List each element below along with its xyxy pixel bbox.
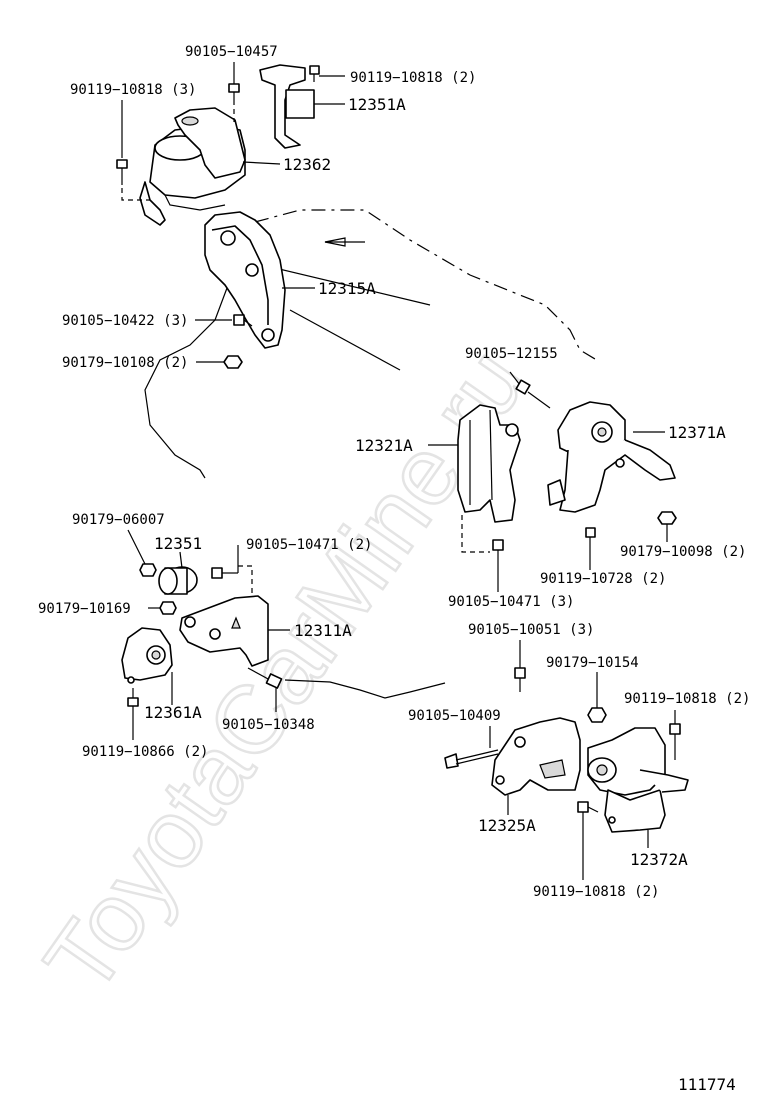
nut-90179-10154 xyxy=(587,672,607,723)
label-12362: 12362 xyxy=(283,155,331,174)
nut-90179-10098-2 xyxy=(657,511,677,542)
bracket-12351A xyxy=(259,64,345,149)
engine-mount-12362 xyxy=(139,107,246,226)
label-90105-10471-3: 90105−10471 (3) xyxy=(448,594,574,610)
label-12351A: 12351A xyxy=(348,95,406,114)
label-90105-10457: 90105−10457 xyxy=(185,44,278,60)
label-90179-10098-2: 90179−10098 (2) xyxy=(620,544,746,560)
bolt-90105-10409 xyxy=(444,726,499,769)
label-12325A: 12325A xyxy=(478,816,536,835)
nut-90179-06007 xyxy=(127,529,157,577)
label-12361A: 12361A xyxy=(144,703,202,722)
nut-90179-10108-2 xyxy=(196,355,243,369)
bracket-12321A xyxy=(428,404,521,553)
engine-mount-12371A xyxy=(547,401,676,513)
label-12351: 12351 xyxy=(154,534,202,553)
nut-90179-10169 xyxy=(148,601,177,615)
bracket-12325A xyxy=(491,717,581,815)
label-90119-10866-2: 90119−10866 (2) xyxy=(82,744,208,760)
label-12311A: 12311A xyxy=(294,621,352,640)
bolt-90105-10471-3 xyxy=(492,539,504,592)
bolt-90119-10728-2 xyxy=(585,527,596,570)
label-90119-10728-2: 90119−10728 (2) xyxy=(540,571,666,587)
label-90179-10154: 90179−10154 xyxy=(546,655,639,671)
part-labels: 90105−10457 90119−10818 (3) 90119−10818 … xyxy=(38,44,750,900)
bolt-90105-12155 xyxy=(509,371,551,409)
bolt-90105-10422-3 xyxy=(195,314,253,327)
bolt-90119-10866-2 xyxy=(127,688,139,740)
label-90179-06007: 90179−06007 xyxy=(72,512,165,528)
label-90105-10409: 90105−10409 xyxy=(408,708,501,724)
bolt-90105-10457 xyxy=(228,62,240,122)
label-90105-10422-3: 90105−10422 (3) xyxy=(62,313,188,329)
label-90105-12155: 90105−12155 xyxy=(465,346,558,362)
label-90105-10471-2: 90105−10471 (2) xyxy=(246,537,372,553)
label-12321A: 12321A xyxy=(355,436,413,455)
bolt-90105-10471-2 xyxy=(211,545,253,600)
bushing-12351 xyxy=(158,551,198,595)
engine-mount-12361A xyxy=(121,627,173,705)
label-90179-10169: 90179−10169 xyxy=(38,601,131,617)
label-12315A: 12315A xyxy=(318,279,376,298)
bolt-90105-10051-3 xyxy=(514,640,526,692)
label-90179-10108-2: 90179−10108 (2) xyxy=(62,355,188,371)
figure-number: 111774 xyxy=(678,1075,736,1094)
label-90119-10818-2c: 90119−10818 (2) xyxy=(533,884,659,900)
bolt-90119-10818-3 xyxy=(116,100,150,201)
label-12371A: 12371A xyxy=(668,423,726,442)
bracket-12311A xyxy=(179,595,290,667)
label-90119-10818-2a: 90119−10818 (2) xyxy=(350,70,476,86)
engine-mount-12372A xyxy=(587,727,689,848)
label-12372A: 12372A xyxy=(630,850,688,869)
label-90105-10348: 90105−10348 xyxy=(222,717,315,733)
bolt-90119-10818-2a xyxy=(309,65,345,82)
bolt-90119-10818-2c xyxy=(577,801,599,880)
label-90119-10818-3: 90119−10818 (3) xyxy=(70,82,196,98)
label-90119-10818-2b: 90119−10818 (2) xyxy=(624,691,750,707)
label-90105-10051-3: 90105−10051 (3) xyxy=(468,622,594,638)
bolt-90105-10348 xyxy=(247,667,283,712)
bracket-12315A xyxy=(204,211,315,349)
bolt-90119-10818-2b xyxy=(669,710,681,760)
